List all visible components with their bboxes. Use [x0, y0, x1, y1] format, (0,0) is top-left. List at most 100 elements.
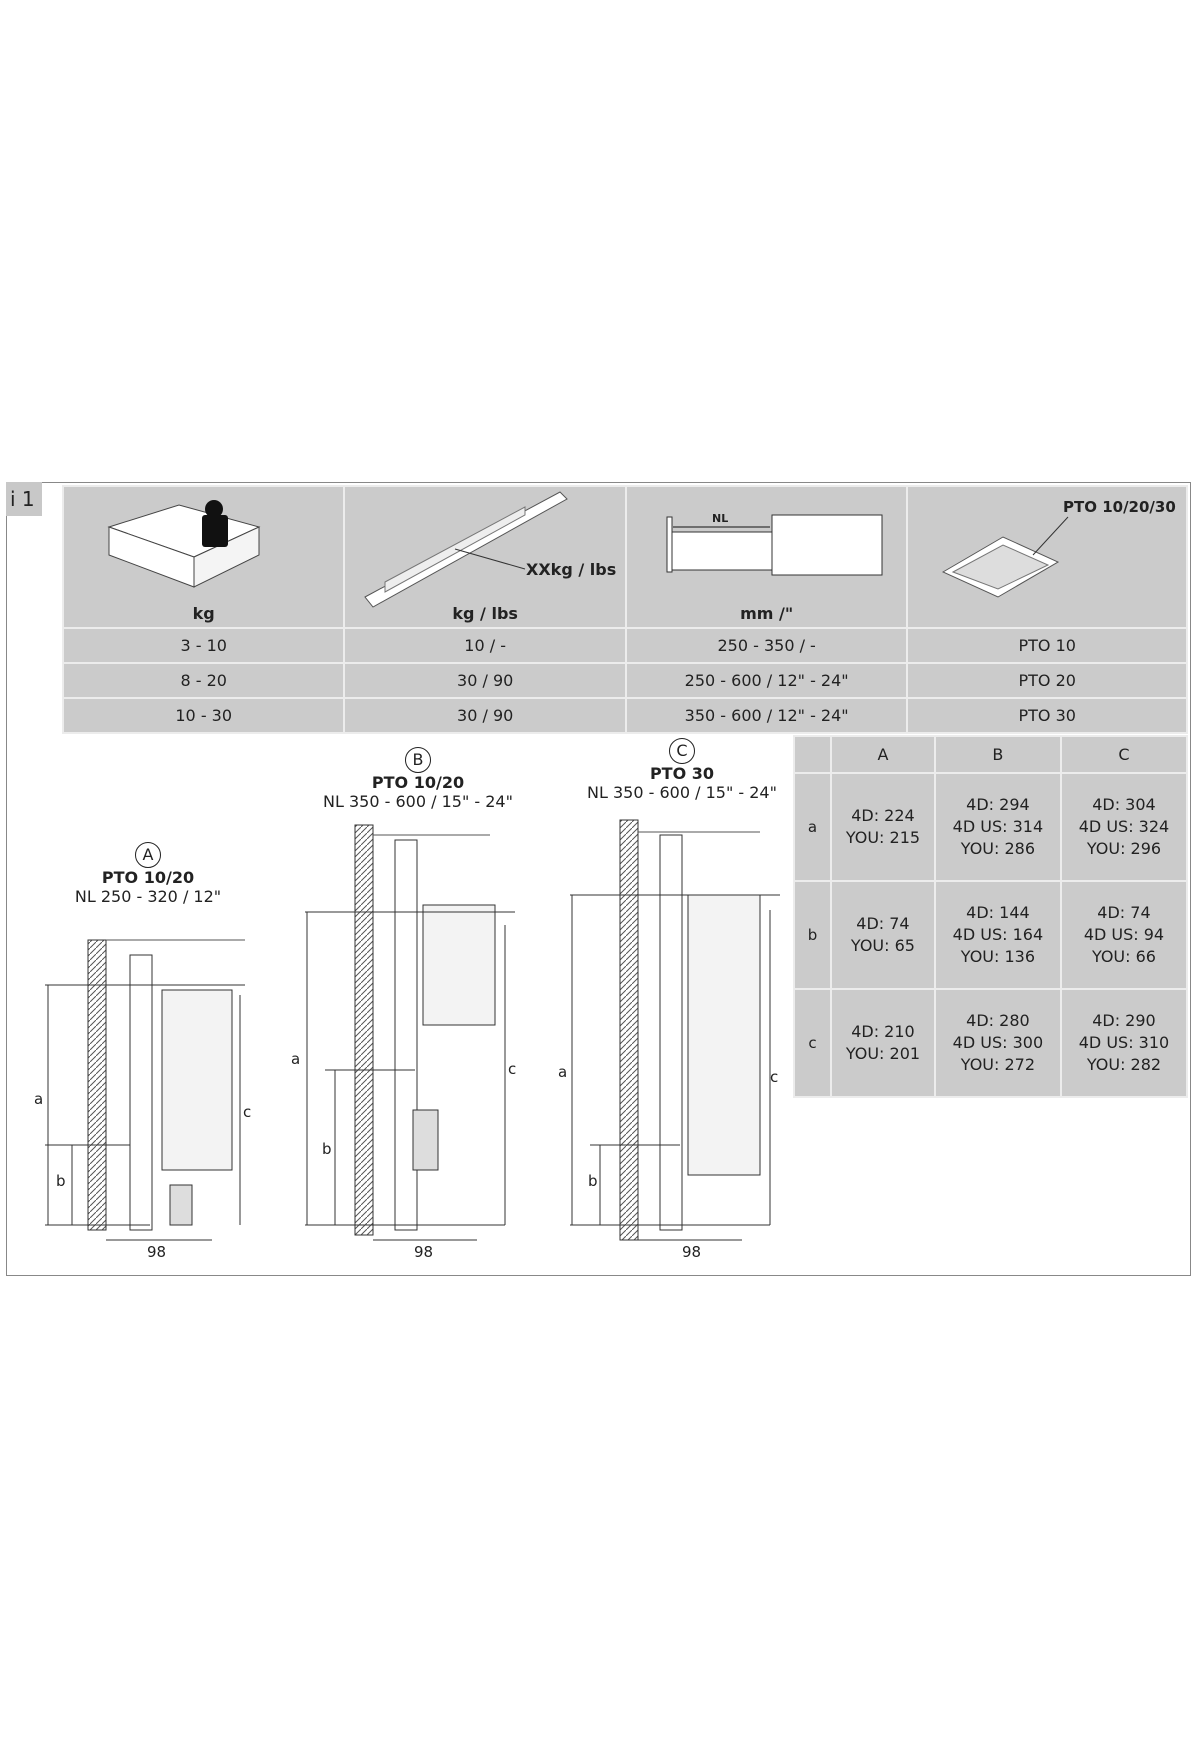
header-pto: PTO 10/20/30 — [906, 485, 1188, 629]
diagram-a-title: A PTO 10/20 NL 250 - 320 / 12" — [58, 842, 238, 906]
runner-rail-icon: XXkg / lbs — [364, 491, 617, 608]
load-capacity-table: kg XXkg / lbs kg / lbs NL mm /" PTO 10/2… — [61, 485, 1188, 734]
header-length: NL mm /" — [624, 485, 909, 629]
cell-line: 4D: 144 — [966, 903, 1030, 922]
cell: 4D: 74 4D US: 94 YOU: 66 — [1059, 880, 1189, 990]
cell-line: YOU: 66 — [1091, 947, 1156, 966]
dim-a-label: a — [34, 1090, 44, 1108]
cell-line: 4D US: 94 — [1083, 925, 1165, 944]
cell-line: 4D US: 314 — [952, 817, 1044, 836]
cell-line: YOU: 215 — [845, 828, 921, 847]
cell: 250 - 350 / - — [624, 627, 909, 664]
cell-line: YOU: 65 — [850, 936, 915, 955]
dim-width-label: 98 — [682, 1243, 702, 1261]
diagram-c-title: C PTO 30 NL 350 - 600 / 15" - 24" — [572, 738, 792, 802]
dim-c-label: c — [243, 1103, 252, 1121]
column-header: A — [830, 735, 936, 774]
cell: 8 - 20 — [61, 662, 346, 699]
cell-line: YOU: 136 — [960, 947, 1036, 966]
diagram-b-drawing — [305, 824, 515, 1241]
diagram-a-letter: A — [135, 842, 161, 868]
header-drawer: kg — [61, 485, 346, 629]
row-label: a — [793, 772, 832, 882]
figure-frame — [6, 482, 1191, 1276]
diagram-a-range: NL 250 - 320 / 12" — [74, 887, 222, 906]
cell: 30 / 90 — [343, 697, 627, 734]
dim-b-label: b — [588, 1172, 598, 1190]
dim-a-label: a — [291, 1050, 301, 1068]
diagram-c-letter: C — [669, 738, 695, 764]
diagram-b-title: B PTO 10/20 NL 350 - 600 / 15" - 24" — [308, 747, 528, 811]
cell-line: 4D: 210 — [851, 1022, 915, 1041]
diagram-a-model: PTO 10/20 — [101, 868, 195, 887]
cell-line: 4D US: 300 — [952, 1033, 1044, 1052]
diagram-c-model: PTO 30 — [649, 764, 715, 783]
cell-line: 4D: 304 — [1092, 795, 1156, 814]
cell: PTO 20 — [906, 662, 1188, 699]
cell: 350 - 600 / 12" - 24" — [624, 697, 909, 734]
cell-line: YOU: 296 — [1086, 839, 1162, 858]
diagram-b-range: NL 350 - 600 / 15" - 24" — [323, 792, 513, 811]
cell-line: 4D: 294 — [966, 795, 1030, 814]
row-label: c — [793, 988, 832, 1098]
cell-line: 4D: 280 — [966, 1011, 1030, 1030]
dim-b-label: b — [56, 1172, 66, 1190]
cell-line: 4D US: 310 — [1078, 1033, 1170, 1052]
cell-line: YOU: 286 — [960, 839, 1036, 858]
nl-callout: NL — [712, 512, 728, 525]
cell-line: 4D: 74 — [856, 914, 910, 933]
header-kg-lbs: kg / lbs — [452, 604, 518, 623]
cell: 10 / - — [343, 627, 627, 664]
row-label: b — [793, 880, 832, 990]
dim-width-label: 98 — [414, 1243, 434, 1261]
diagram-c-range: NL 350 - 600 / 15" - 24" — [587, 783, 777, 802]
diagram-a-drawing — [45, 939, 245, 1241]
diagram-b-model: PTO 10/20 — [371, 773, 465, 792]
pto-unit-icon: PTO 10/20/30 — [942, 498, 1176, 598]
drawer-weight-icon — [107, 500, 261, 588]
nominal-length-icon: NL — [666, 512, 883, 576]
column-header: B — [933, 735, 1062, 774]
dim-c-label: c — [770, 1068, 779, 1086]
rail-callout: XXkg / lbs — [526, 560, 616, 579]
cell: PTO 10 — [906, 627, 1188, 664]
dim-c-label: c — [508, 1060, 517, 1078]
header-rail: XXkg / lbs kg / lbs — [343, 485, 627, 629]
pto-callout: PTO 10/20/30 — [1063, 498, 1176, 516]
cell-line: YOU: 201 — [845, 1044, 921, 1063]
dim-a-label: a — [558, 1063, 568, 1081]
cell: 4D: 74 YOU: 65 — [830, 880, 936, 990]
figure-badge: i 1 — [6, 482, 42, 516]
cell: 10 - 30 — [61, 697, 346, 734]
cell: PTO 30 — [906, 697, 1188, 734]
cell-line: 4D US: 164 — [952, 925, 1044, 944]
corner-cell — [793, 735, 832, 774]
diagram-c-drawing — [570, 819, 780, 1241]
cell-line: YOU: 272 — [960, 1055, 1036, 1074]
header-mm: mm /" — [740, 604, 794, 623]
header-kg: kg — [192, 604, 215, 623]
cell-line: 4D: 224 — [851, 806, 915, 825]
dim-width-label: 98 — [147, 1243, 167, 1261]
cell: 3 - 10 — [61, 627, 346, 664]
cell-line: 4D: 74 — [1097, 903, 1151, 922]
cell-line: 4D US: 324 — [1078, 817, 1170, 836]
dim-b-label: b — [322, 1140, 332, 1158]
cell: 30 / 90 — [343, 662, 627, 699]
diagram-b-letter: B — [405, 747, 431, 773]
cell: 250 - 600 / 12" - 24" — [624, 662, 909, 699]
